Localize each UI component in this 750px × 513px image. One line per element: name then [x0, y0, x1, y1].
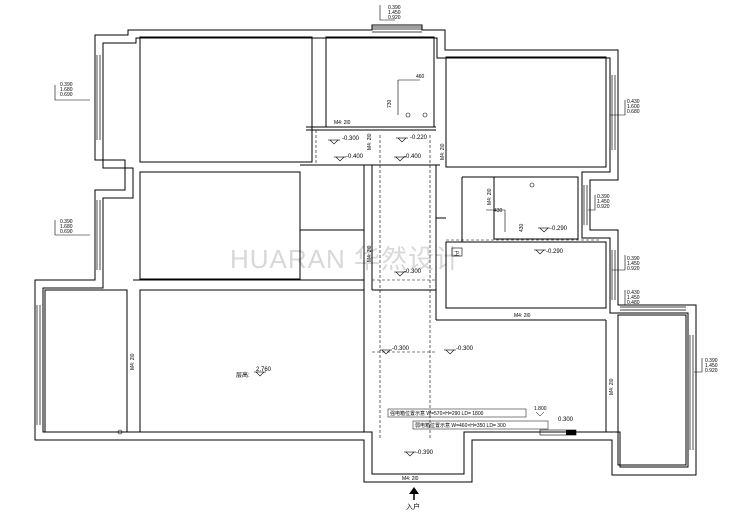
svg-text:0.430: 0.430 [627, 99, 640, 105]
door-label: M4: 2l0 [334, 120, 351, 126]
svg-text:1.450: 1.450 [627, 295, 640, 301]
window-leaders [54, 5, 703, 373]
height-value: 2.760 [256, 367, 272, 373]
door-labels: M4: 2l0 M4: 2l0 M4: 2l0 M4: 2l0 M4: 2l0 … [130, 120, 615, 482]
door-label: M4: 2l0 [130, 353, 136, 370]
entry-label: 入户 [406, 502, 420, 511]
level-labels: -0.300 -0.220 -0.400 -0.400 -0.290 -0.29… [342, 135, 574, 456]
dimension-marks [117, 79, 535, 435]
svg-text:0.390: 0.390 [597, 194, 610, 200]
svg-text:0.390: 0.390 [388, 5, 401, 11]
svg-text:-0.290: -0.290 [550, 226, 568, 232]
dimension-label: 430 [519, 223, 525, 232]
dimension-label: 730 [387, 99, 393, 108]
entry-arrow-icon [409, 487, 419, 500]
electrical-notes: 强电箱位置示意 W=570×H=290 LD= 1800 弱电箱位置示意 W=4… [387, 406, 577, 436]
svg-text:0.920: 0.920 [627, 266, 640, 272]
door-label: M4: 2l0 [440, 143, 446, 160]
svg-text:0.920: 0.920 [705, 368, 718, 374]
door-label: M4: 2l0 [402, 476, 419, 482]
watermark: HUARAN 华然设计 [230, 244, 462, 274]
svg-text:0.920: 0.920 [388, 15, 401, 21]
svg-text:1.680: 1.680 [60, 87, 73, 93]
svg-text:1.450: 1.450 [388, 10, 401, 16]
svg-text:-0.300: -0.300 [456, 346, 474, 352]
windows [36, 26, 697, 450]
svg-text:-0.400: -0.400 [404, 154, 422, 160]
svg-text:0.390: 0.390 [60, 82, 73, 88]
svg-text:0.300: 0.300 [558, 417, 574, 423]
svg-text:0.690: 0.690 [60, 92, 73, 98]
svg-text:-0.390: -0.390 [416, 450, 434, 456]
dimension-label: 460 [416, 74, 425, 80]
svg-text:0.430: 0.430 [627, 290, 640, 296]
svg-text:1.450: 1.450 [597, 199, 610, 205]
svg-text:-0.300: -0.300 [404, 269, 422, 275]
svg-text:-0.290: -0.290 [546, 249, 564, 255]
svg-text:1.600: 1.600 [627, 104, 640, 110]
bath-tag: 卫 [454, 251, 459, 257]
note-weak: 弱电箱位置示意 W=460×H=350 LD= 300 [415, 422, 506, 429]
svg-text:-0.300: -0.300 [342, 136, 360, 142]
svg-text:0.480: 0.480 [627, 300, 640, 306]
level-markers [254, 137, 550, 457]
door-label: M4: 2l0 [514, 313, 531, 319]
door-label: M4: 2l0 [367, 133, 373, 150]
svg-text:-0.220: -0.220 [410, 135, 428, 141]
door-label: M4: 2l0 [367, 245, 373, 262]
svg-text:-0.300: -0.300 [392, 346, 410, 352]
svg-text:0.690: 0.690 [60, 229, 73, 235]
dimension-label: 430 [494, 208, 503, 214]
svg-text:1.680: 1.680 [60, 224, 73, 230]
dashed-guides [300, 130, 600, 440]
svg-text:0.680: 0.680 [627, 109, 640, 115]
svg-text:0.390: 0.390 [60, 219, 73, 225]
svg-text:-0.400: -0.400 [346, 154, 364, 160]
door-label: M4: 2l0 [609, 378, 615, 395]
svg-text:0.920: 0.920 [597, 204, 610, 210]
height-label: 层高: [236, 371, 250, 379]
svg-text:0.390: 0.390 [627, 256, 640, 262]
door-label: M4: 2l0 [487, 188, 493, 205]
svg-text:0.390: 0.390 [705, 358, 718, 364]
window-labels: 0.390 1.450 0.920 0.390 1.680 0.690 0.39… [60, 5, 718, 374]
note-strong: 强电箱位置示意 W=570×H=290 LD= 1800 [390, 410, 484, 417]
note-level: 1.800 [534, 406, 547, 412]
svg-text:1.450: 1.450 [705, 363, 718, 369]
bath-tag-box [451, 247, 463, 257]
svg-text:1.450: 1.450 [627, 261, 640, 267]
